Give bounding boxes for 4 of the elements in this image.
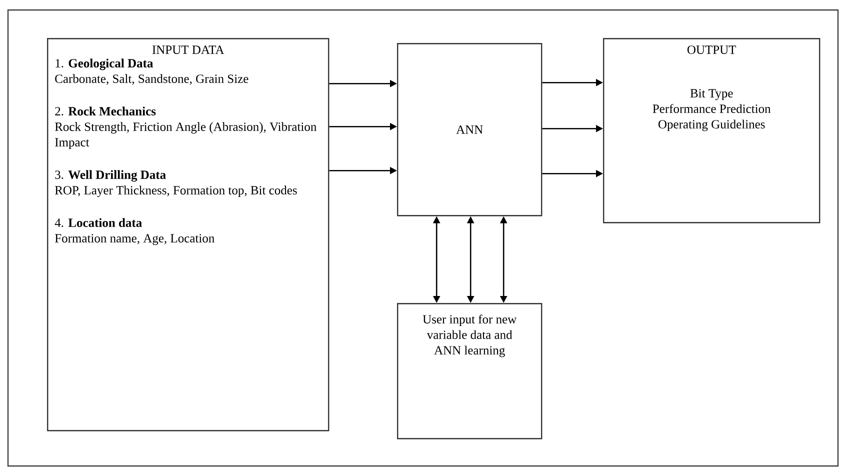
input-data-box: INPUT DATA 1. Geological Data Carbonate, Salt, Sandstone, Grain Size 2. Rock Mechanics Rock Strength, Friction Angle (Abrasion), Vibration Impact 3. Well Drilling Data ROP, Layer Thickness, Formation top, Bit codes 4. Location data Formation name, Age, Location	[47, 38, 330, 432]
ann-box: ANN	[397, 43, 542, 216]
user-input-box: User input for new variable data and ANN learning	[397, 302, 542, 440]
output-box: OUTPUT Bit Type Performance Prediction Operating Guidelines	[603, 38, 820, 224]
